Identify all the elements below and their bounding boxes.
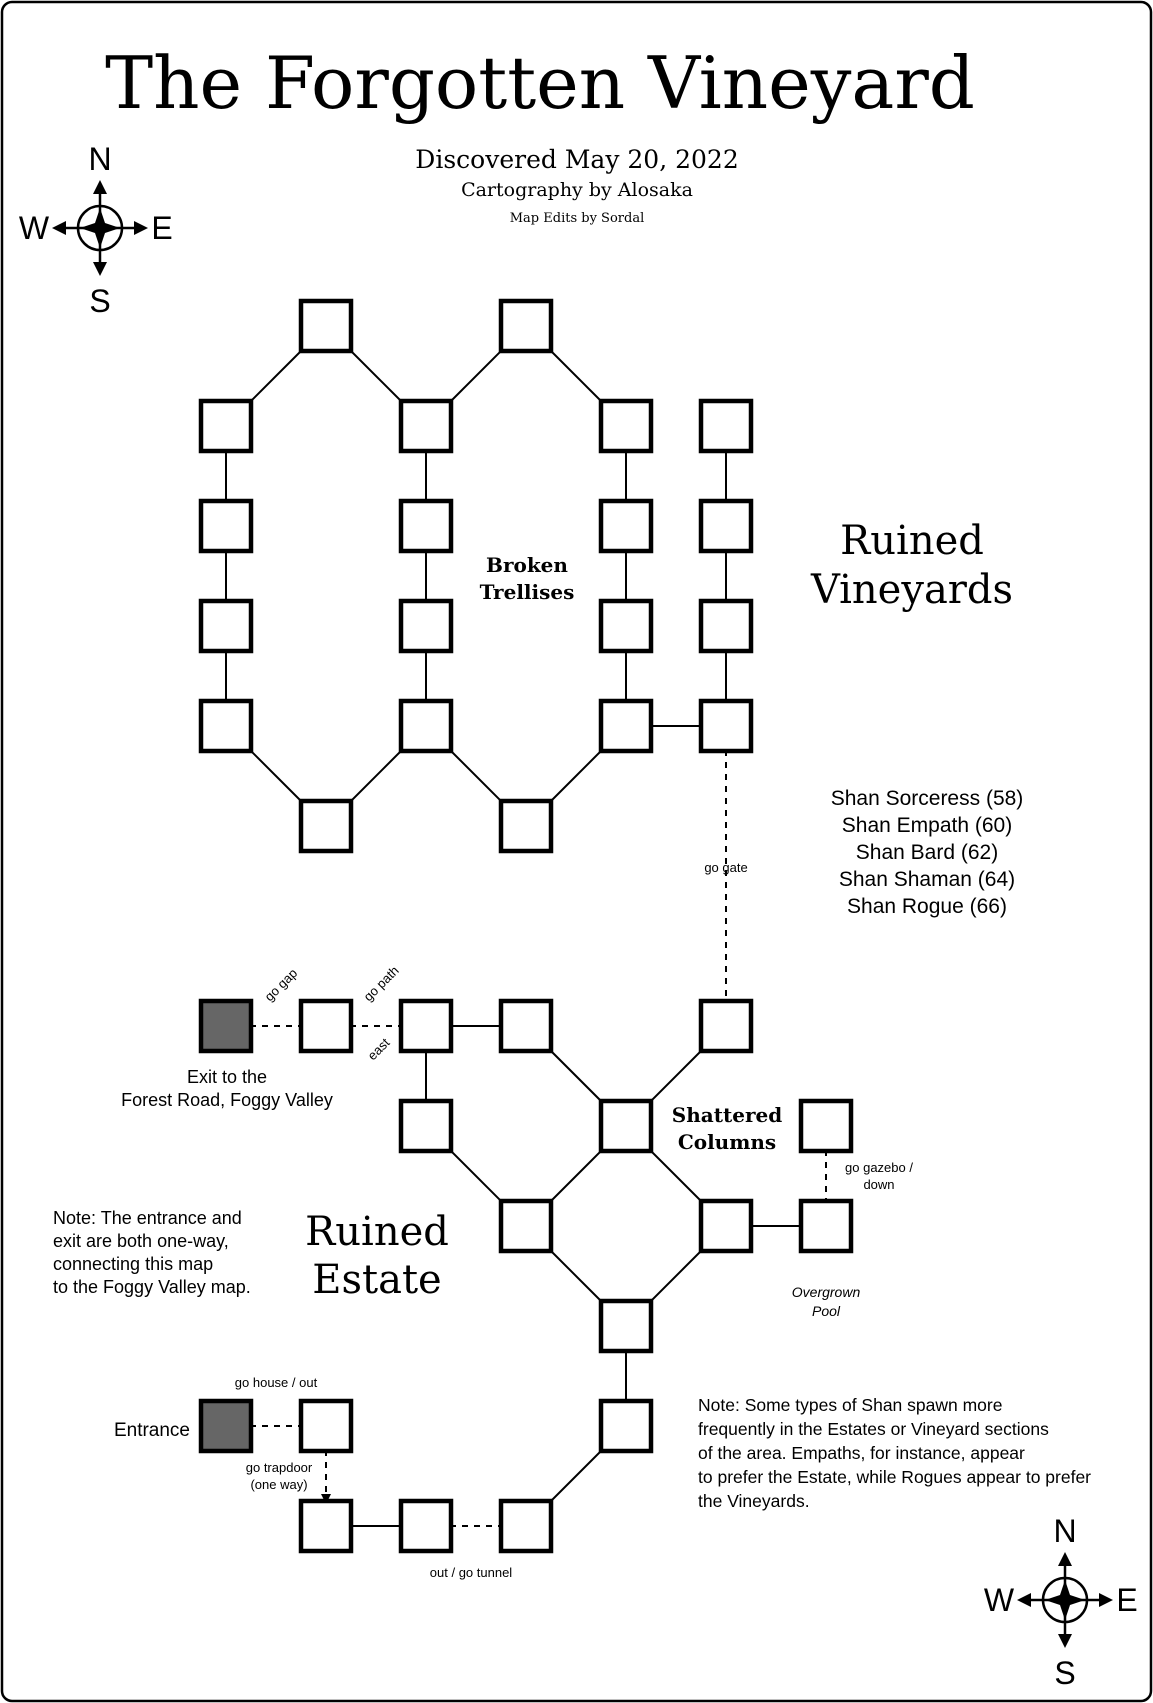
room <box>698 398 754 454</box>
direction-go-trapdoor: (one way) <box>250 1477 307 1492</box>
room <box>298 1398 354 1454</box>
direction-go-gazebo: down <box>863 1177 894 1192</box>
area-label-pool: Pool <box>812 1303 841 1319</box>
monster-entry: Shan Sorceress (58) <box>831 787 1024 810</box>
room <box>398 1498 454 1554</box>
exit-room <box>198 998 254 1054</box>
estate-rooms <box>198 998 854 1554</box>
room <box>698 498 754 554</box>
room <box>298 1498 354 1554</box>
room <box>298 298 354 354</box>
note-line: Note: Some types of Shan spawn more <box>698 1395 1002 1415</box>
compass-south: S <box>89 283 110 319</box>
room <box>398 1098 454 1154</box>
room <box>298 998 354 1054</box>
room <box>698 1198 754 1254</box>
room <box>198 598 254 654</box>
note-line: to prefer the Estate, while Rogues appea… <box>698 1467 1091 1487</box>
area-label-pool: Overgrown <box>792 1284 861 1300</box>
entrance-room <box>198 1398 254 1454</box>
direction-go-house: go house / out <box>235 1375 318 1390</box>
area-label-trellises: Broken <box>486 553 568 577</box>
room <box>598 1398 654 1454</box>
direction-go-tunnel: out / go tunnel <box>430 1565 513 1580</box>
map-edits-credit: Map Edits by Sordal <box>510 211 645 226</box>
note-line: Note: The entrance and <box>53 1208 242 1228</box>
room <box>298 798 354 854</box>
note-line: the Vineyards. <box>698 1491 810 1511</box>
compass-rose-icon: N S E W <box>19 141 173 319</box>
spawn-note: Note: Some types of Shan spawn more freq… <box>698 1395 1091 1511</box>
area-label-estate: Estate <box>312 1257 441 1303</box>
room <box>398 598 454 654</box>
map-title: The Forgotten Vineyard <box>105 41 975 125</box>
monster-entry: Shan Bard (62) <box>856 841 998 864</box>
room <box>598 498 654 554</box>
room <box>498 1498 554 1554</box>
entrance-note: Note: The entrance and exit are both one… <box>53 1208 251 1297</box>
area-label-vineyards: Vineyards <box>810 567 1013 613</box>
room <box>498 998 554 1054</box>
room <box>698 998 754 1054</box>
room <box>398 998 454 1054</box>
room <box>198 398 254 454</box>
compass-rose-icon: N S E W <box>984 1513 1138 1691</box>
cartography-credit: Cartography by Alosaka <box>461 179 693 201</box>
area-label-trellises: Trellises <box>480 580 575 604</box>
room <box>598 398 654 454</box>
room <box>798 1098 854 1154</box>
room <box>198 498 254 554</box>
note-line: of the area. Empaths, for instance, appe… <box>698 1443 1025 1463</box>
compass-north: N <box>88 141 111 177</box>
room <box>598 1298 654 1354</box>
area-label-estate: Ruined <box>305 1209 449 1255</box>
area-label-columns: Columns <box>678 1130 776 1154</box>
exit-label: Forest Road, Foggy Valley <box>121 1090 333 1110</box>
room <box>398 398 454 454</box>
area-label-columns: Shattered <box>672 1103 782 1127</box>
monster-entry: Shan Rogue (66) <box>847 895 1007 918</box>
discovered-date: Discovered May 20, 2022 <box>415 145 738 174</box>
exit-label: Exit to the <box>187 1067 267 1087</box>
compass-east: E <box>151 210 172 246</box>
compass-east: E <box>1116 1582 1137 1618</box>
direction-go-trapdoor: go trapdoor <box>246 1460 313 1475</box>
note-line: connecting this map <box>53 1254 213 1274</box>
compass-north: N <box>1053 1513 1076 1549</box>
room <box>598 598 654 654</box>
note-line: exit are both one-way, <box>53 1231 229 1251</box>
room <box>498 1198 554 1254</box>
room <box>398 498 454 554</box>
compass-south: S <box>1054 1655 1075 1691</box>
note-line: frequently in the Estates or Vineyard se… <box>698 1419 1049 1439</box>
monster-entry: Shan Empath (60) <box>842 814 1012 837</box>
direction-go-gazebo: go gazebo / <box>845 1160 913 1175</box>
room <box>498 298 554 354</box>
room <box>798 1198 854 1254</box>
area-label-vineyards: Ruined <box>840 518 984 564</box>
compass-west: W <box>19 210 50 246</box>
room <box>198 698 254 754</box>
room <box>498 798 554 854</box>
room <box>598 698 654 754</box>
compass-west: W <box>984 1582 1015 1618</box>
room <box>698 598 754 654</box>
room <box>698 698 754 754</box>
monster-entry: Shan Shaman (64) <box>839 868 1015 891</box>
entrance-label: Entrance <box>114 1420 190 1441</box>
direction-go-gate: go gate <box>704 860 747 875</box>
vineyard-rooms <box>198 298 754 854</box>
monster-list: Shan Sorceress (58) Shan Empath (60) Sha… <box>831 787 1024 918</box>
room <box>398 698 454 754</box>
room <box>598 1098 654 1154</box>
note-line: to the Foggy Valley map. <box>53 1277 251 1297</box>
